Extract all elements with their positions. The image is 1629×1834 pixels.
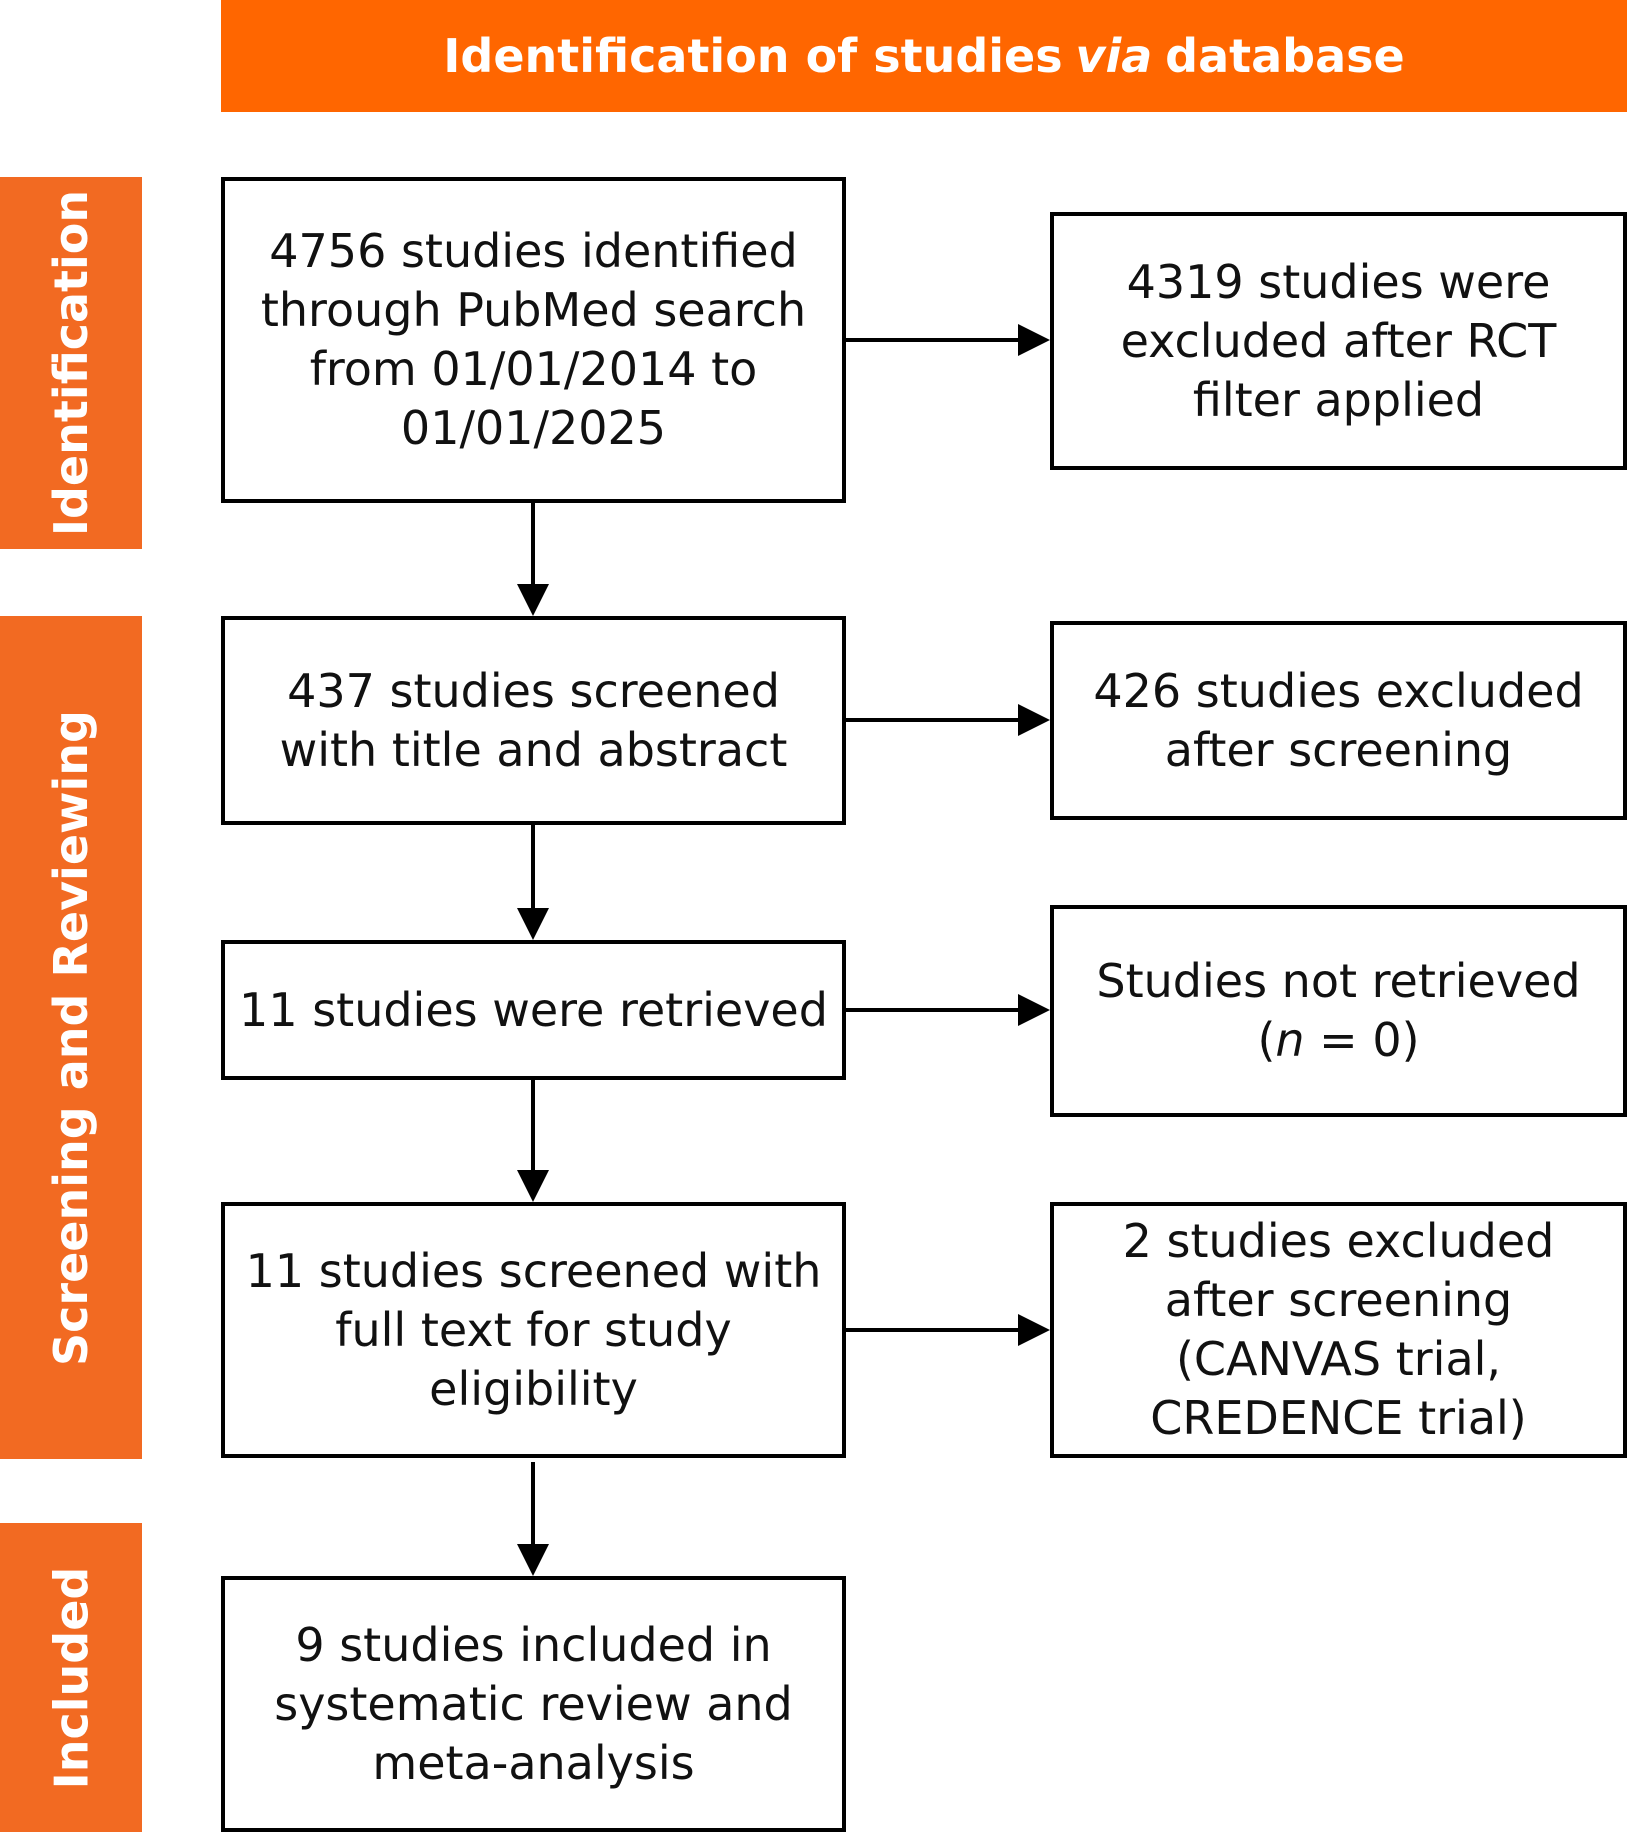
box-not-retrieved-line1: Studies not retrieved [1096, 954, 1581, 1008]
box-excluded-full-text: 2 studies excluded after screening (CANV… [1122, 1214, 1555, 1445]
box-identified: 4756 studies identified through PubMed s… [221, 177, 846, 503]
box-not-retrieved: Studies not retrieved (n = 0) [1050, 905, 1627, 1117]
box-excluded-full: 2 studies excluded after screening (CANV… [1050, 1202, 1627, 1458]
box-identified-text: 4756 studies identified through PubMed s… [260, 224, 807, 455]
header-title-suffix: database [1165, 29, 1405, 83]
box-screened-title: 437 studies screened with title and abst… [221, 616, 846, 825]
header-banner: Identification of studies via database [221, 0, 1627, 112]
box-excluded-rct: 4319 studies were excluded after RCT fil… [1050, 212, 1627, 470]
box-included: 9 studies included in systematic review … [221, 1576, 846, 1832]
stage-screening: Screening and Reviewing [0, 616, 142, 1459]
box-excluded-screening-text: 426 studies excluded after screening [1093, 663, 1584, 777]
box-screened-full: 11 studies screened with full text for s… [221, 1202, 846, 1458]
box-screened-title-text: 437 studies screened with title and abst… [279, 663, 788, 777]
box-excluded-screening: 426 studies excluded after screening [1050, 621, 1627, 820]
box-retrieved-text: 11 studies were retrieved [239, 982, 828, 1037]
box-retrieved: 11 studies were retrieved [221, 940, 846, 1080]
box-not-retrieved-n: n [1275, 1013, 1305, 1067]
box-not-retrieved-line2: (n = 0) [1257, 1011, 1419, 1070]
box-not-retrieved-open: ( [1257, 1013, 1276, 1067]
box-included-text: 9 studies included in systematic review … [274, 1617, 793, 1790]
box-screened-full-text: 11 studies screened with full text for s… [245, 1243, 822, 1416]
stage-identification: Identification [0, 177, 142, 549]
header-title-prefix: Identification of studies [443, 29, 1063, 83]
stage-included: Included [0, 1523, 142, 1832]
box-excluded-rct-text: 4319 studies were excluded after RCT fil… [1120, 254, 1557, 427]
header-title-italic: via [1075, 29, 1153, 83]
box-not-retrieved-rest: = 0) [1304, 1013, 1420, 1067]
